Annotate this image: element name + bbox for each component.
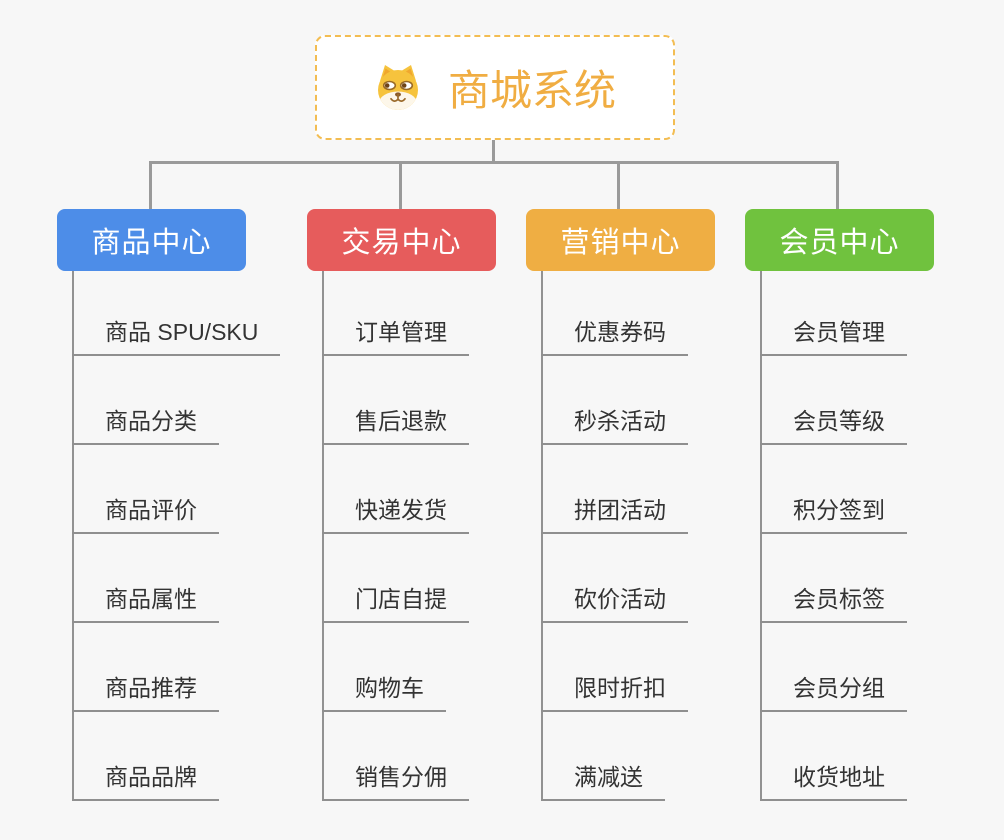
root-topic-title: 商城系统 (447, 67, 616, 114)
subtopic-spend-and-save[interactable]: 满减送 (541, 764, 665, 801)
subtopic-label: 商品属性 (105, 586, 197, 612)
subtopic-label: 商品评价 (105, 497, 197, 523)
topic-box-marketing-center[interactable]: 营销中心 (526, 209, 715, 271)
subtopic-member-level[interactable]: 会员等级 (760, 408, 907, 445)
root-topic[interactable]: 商城系统 (315, 35, 675, 140)
subtopic-label: 会员分组 (793, 675, 885, 701)
subtopic-product-recommend[interactable]: 商品推荐 (72, 675, 219, 712)
branch-trade-center: 交易中心 订单管理 售后退款 快递发货 门店自提 购物车 销售分佣 (307, 209, 496, 801)
subtopic-store-pickup[interactable]: 门店自提 (322, 586, 469, 623)
branch-product-center: 商品中心 商品 SPU/SKU 商品分类 商品评价 商品属性 商品推荐 商品品牌 (57, 209, 281, 801)
subtopic-product-review[interactable]: 商品评价 (72, 497, 219, 534)
connector-drop-members (836, 161, 839, 209)
dog-face-icon (377, 64, 418, 110)
subtopic-order-management[interactable]: 订单管理 (322, 319, 469, 356)
subtopic-label: 商品分类 (105, 408, 197, 434)
subtopic-product-brand[interactable]: 商品品牌 (72, 764, 219, 801)
subtopic-label: 会员管理 (793, 319, 885, 345)
subtopic-label: 商品 SPU/SKU (105, 319, 259, 345)
topic-box-member-center[interactable]: 会员中心 (745, 209, 934, 271)
subtopic-member-management[interactable]: 会员管理 (760, 319, 907, 356)
subtopic-label: 快递发货 (355, 497, 447, 523)
connector-root-drop (492, 140, 495, 163)
subtopic-label: 商品推荐 (105, 675, 197, 701)
subtopic-label: 售后退款 (355, 408, 447, 434)
connector-drop-products (149, 161, 152, 209)
subtopic-coupon-code[interactable]: 优惠券码 (541, 319, 688, 356)
subtopic-label: 优惠券码 (574, 319, 666, 345)
branch-marketing-center: 营销中心 优惠券码 秒杀活动 拼团活动 砍价活动 限时折扣 满减送 (526, 209, 715, 801)
subtopic-label: 限时折扣 (574, 675, 666, 701)
subtopic-product-spu-sku[interactable]: 商品 SPU/SKU (72, 319, 281, 356)
subtopic-label: 销售分佣 (355, 764, 447, 790)
branch-trunk-line (760, 271, 762, 800)
connector-horizontal-bar (149, 161, 839, 164)
subtopic-shopping-cart[interactable]: 购物车 (322, 675, 446, 712)
subtopic-label: 会员等级 (793, 408, 885, 434)
connector-drop-marketing (617, 161, 620, 209)
subtopic-label: 秒杀活动 (574, 408, 666, 434)
topic-label: 商品中心 (91, 227, 212, 259)
subtopic-label: 会员标签 (793, 586, 885, 612)
subtopic-label: 收货地址 (793, 764, 885, 790)
subtopic-label: 砍价活动 (574, 586, 666, 612)
subtopic-label: 积分签到 (793, 497, 885, 523)
subtopic-label: 满减送 (574, 764, 643, 790)
subtopic-shipping-address[interactable]: 收货地址 (760, 764, 907, 801)
subtopic-label: 商品品牌 (105, 764, 197, 790)
topic-label: 交易中心 (341, 227, 462, 259)
subtopic-product-attribute[interactable]: 商品属性 (72, 586, 219, 623)
topic-box-trade-center[interactable]: 交易中心 (307, 209, 496, 271)
branch-trunk-line (322, 271, 324, 800)
branch-trunk-line (541, 271, 543, 800)
subtopic-label: 门店自提 (355, 586, 447, 612)
topic-label: 营销中心 (560, 227, 681, 259)
subtopic-sales-commission[interactable]: 销售分佣 (322, 764, 469, 801)
topic-label: 会员中心 (779, 227, 900, 259)
subtopic-member-tag[interactable]: 会员标签 (760, 586, 907, 623)
topic-box-product-center[interactable]: 商品中心 (57, 209, 246, 271)
subtopic-product-category[interactable]: 商品分类 (72, 408, 219, 445)
subtopic-bargain-activity[interactable]: 砍价活动 (541, 586, 688, 623)
branch-member-center: 会员中心 会员管理 会员等级 积分签到 会员标签 会员分组 收货地址 (745, 209, 934, 801)
connector-drop-trade (399, 161, 402, 209)
subtopic-label: 购物车 (355, 675, 424, 701)
subtopic-flash-sale[interactable]: 秒杀活动 (541, 408, 688, 445)
subtopic-points-checkin[interactable]: 积分签到 (760, 497, 907, 534)
subtopic-label: 订单管理 (355, 319, 447, 345)
subtopic-member-group[interactable]: 会员分组 (760, 675, 907, 712)
subtopic-label: 拼团活动 (574, 497, 666, 523)
subtopic-limited-time-discount[interactable]: 限时折扣 (541, 675, 688, 712)
subtopic-group-buy[interactable]: 拼团活动 (541, 497, 688, 534)
subtopic-express-shipping[interactable]: 快递发货 (322, 497, 469, 534)
branch-trunk-line (72, 271, 74, 800)
subtopic-aftersale-refund[interactable]: 售后退款 (322, 408, 469, 445)
